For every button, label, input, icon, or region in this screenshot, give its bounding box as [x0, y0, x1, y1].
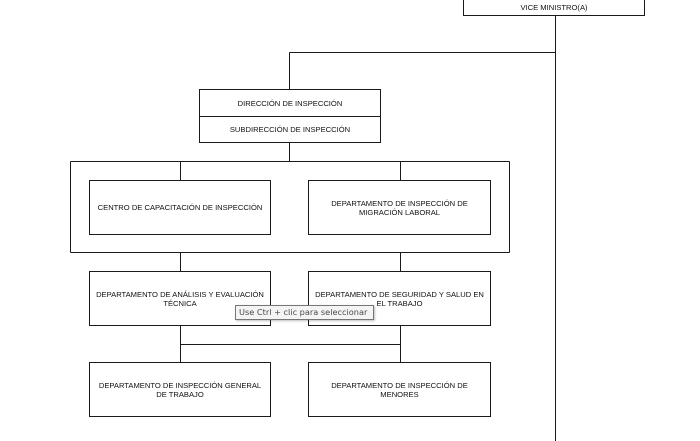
label-vice-ministro: VICE MINISTRO(A): [520, 3, 588, 12]
label-analisis-evaluacion: DEPARTAMENTO DE ANÁLISIS Y EVALUACIÓN TÉ…: [96, 289, 264, 308]
box-inspeccion-general[interactable]: DEPARTAMENTO DE INSPECCIÓN GENERAL DE TR…: [89, 362, 271, 417]
label-seguridad-salud: DEPARTAMENTO DE SEGURIDAD Y SALUD EN EL …: [315, 289, 484, 308]
label-subdireccion: SUBDIRECCIÓN DE INSPECCIÓN: [229, 125, 351, 134]
label-inspeccion-general: DEPARTAMENTO DE INSPECCIÓN GENERAL DE TR…: [98, 380, 262, 399]
box-migracion-laboral[interactable]: DEPARTAMENTO DE INSPECCIÓN DE MIGRACIÓN …: [308, 180, 491, 235]
box-subdireccion[interactable]: SUBDIRECCIÓN DE INSPECCIÓN: [199, 116, 381, 143]
label-migracion-laboral: DEPARTAMENTO DE INSPECCIÓN DE MIGRACIÓN …: [331, 198, 468, 217]
label-direccion: DIRECCIÓN DE INSPECCIÓN: [237, 98, 343, 108]
box-inspeccion-menores[interactable]: DEPARTAMENTO DE INSPECCIÓN DE MENORES: [308, 362, 491, 417]
box-vice-ministro[interactable]: VICE MINISTRO(A): [463, 0, 645, 16]
box-direccion[interactable]: DIRECCIÓN DE INSPECCIÓN: [199, 89, 381, 117]
box-centro-capacitacion[interactable]: CENTRO DE CAPACITACIÓN DE INSPECCIÓN: [89, 180, 271, 235]
label-centro-capacitacion: CENTRO DE CAPACITACIÓN DE INSPECCIÓN: [97, 203, 263, 212]
tooltip: Use Ctrl + clic para seleccionar: [235, 305, 374, 320]
label-inspeccion-menores: DEPARTAMENTO DE INSPECCIÓN DE MENORES: [331, 380, 468, 399]
tooltip-text: Use Ctrl + clic para seleccionar: [239, 307, 368, 317]
